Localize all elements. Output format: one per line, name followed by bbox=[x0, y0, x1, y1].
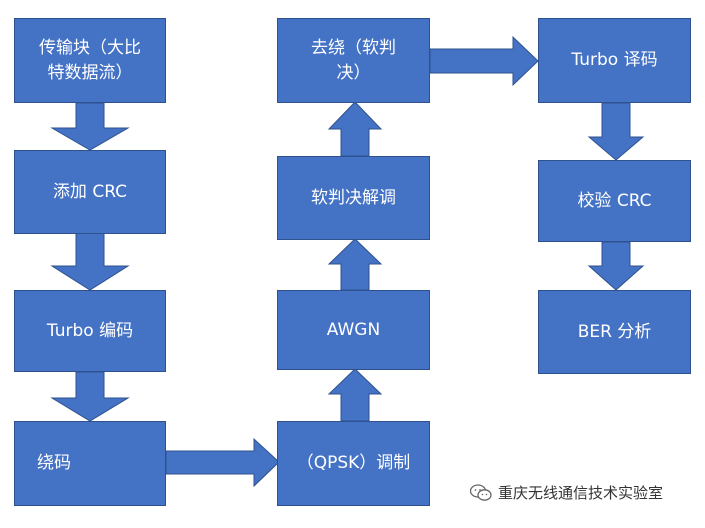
box-ber-analysis: BER 分析 bbox=[538, 290, 691, 374]
box-awgn: AWGN bbox=[277, 290, 430, 370]
box-soft-demod: 软判决解调 bbox=[277, 156, 430, 240]
box-check-crc: 校验 CRC bbox=[538, 160, 691, 242]
arrow-right-2 bbox=[429, 35, 539, 87]
arrow-up-1 bbox=[327, 368, 383, 422]
arrow-down-4 bbox=[587, 102, 645, 161]
arrow-down-5 bbox=[587, 241, 645, 291]
watermark: 重庆无线通信技术实验室 bbox=[470, 482, 663, 503]
box-deinterleave: 去绕（软判 决） bbox=[277, 18, 430, 103]
wechat-icon bbox=[470, 483, 492, 501]
box-interleave: 绕码 bbox=[14, 421, 166, 506]
arrow-up-2 bbox=[327, 238, 383, 291]
box-turbo-encode: Turbo 编码 bbox=[14, 290, 166, 372]
box-transport-block: 传输块（大比 特数据流） bbox=[14, 18, 166, 103]
box-qpsk-modulate: （QPSK）调制 bbox=[277, 421, 430, 506]
arrow-down-2 bbox=[50, 232, 130, 291]
arrow-down-3 bbox=[50, 371, 130, 422]
box-turbo-decode: Turbo 译码 bbox=[538, 18, 691, 103]
box-add-crc: 添加 CRC bbox=[14, 150, 166, 234]
arrow-right-1 bbox=[165, 437, 280, 488]
arrow-down-1 bbox=[50, 102, 130, 151]
watermark-text: 重庆无线通信技术实验室 bbox=[498, 484, 664, 502]
arrow-up-3 bbox=[327, 101, 383, 157]
